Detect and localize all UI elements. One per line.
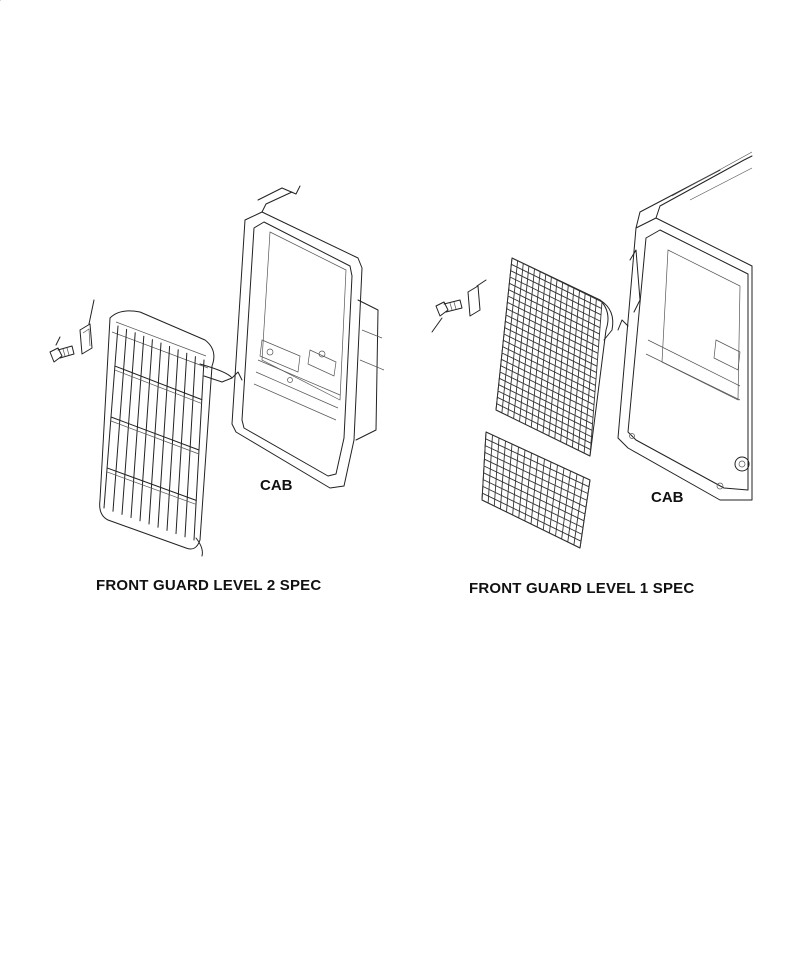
- level1-caption: FRONT GUARD LEVEL 1 SPEC: [469, 580, 694, 597]
- washer-plate-icon: [467, 279, 487, 317]
- level1-upper-mesh: [495, 257, 614, 457]
- level2-guard-grid: [0, 0, 233, 557]
- level2-view: [0, 0, 385, 557]
- level1-view: [431, 151, 753, 549]
- level2-caption: FRONT GUARD LEVEL 2 SPEC: [96, 577, 321, 594]
- level2-cab-frame: [231, 185, 385, 489]
- bolt-icon: [431, 299, 463, 333]
- level1-cab-frame: [617, 151, 753, 501]
- level1-cab-label: CAB: [651, 489, 684, 506]
- bolt-icon: [49, 336, 75, 363]
- washer-plate-icon: [79, 299, 95, 355]
- level2-cab-label: CAB: [260, 477, 293, 494]
- level1-lower-mesh: [481, 431, 591, 549]
